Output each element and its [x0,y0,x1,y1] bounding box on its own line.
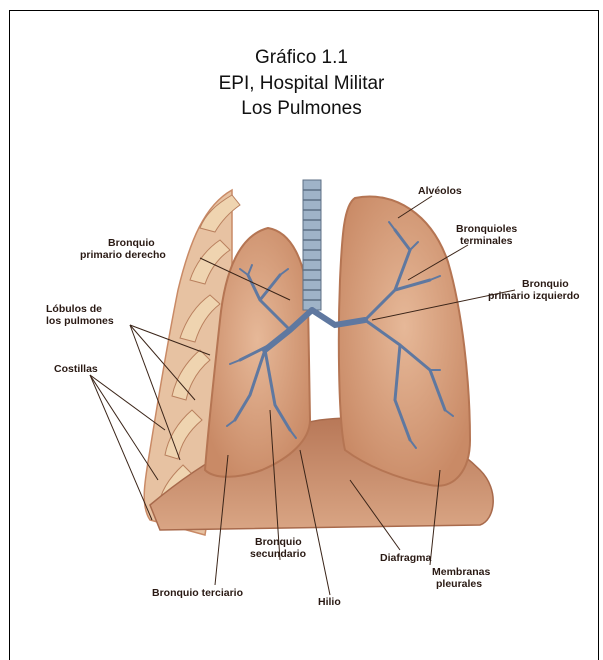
label-diafragma: Diafragma [380,552,432,564]
left-lung [339,197,470,486]
trachea [303,180,321,310]
label-bronquio-der-1: Bronquio [108,237,155,249]
label-bronquio-terciario: Bronquio terciario [152,587,243,599]
label-bronquiolos-2: terminales [460,235,513,247]
label-membranas-2: pleurales [436,578,482,590]
label-alveolos: Alvéolos [418,185,462,197]
label-lobulos-2: los pulmones [46,315,114,327]
label-membranas-1: Membranas [432,566,491,578]
label-bronquio-izq-2: primario izquierdo [488,290,580,302]
label-costillas: Costillas [54,363,98,375]
label-bronquio-sec-1: Bronquio [255,536,302,548]
label-bronquio-der-2: primario derecho [80,249,166,261]
label-bronquio-sec-2: secundario [250,548,306,560]
label-bronquiolos-1: Bronquioles [456,223,517,235]
label-bronquio-izq-1: Bronquio [522,278,569,290]
label-lobulos-1: Lóbulos de [46,303,102,315]
label-hilio: Hilio [318,596,341,608]
